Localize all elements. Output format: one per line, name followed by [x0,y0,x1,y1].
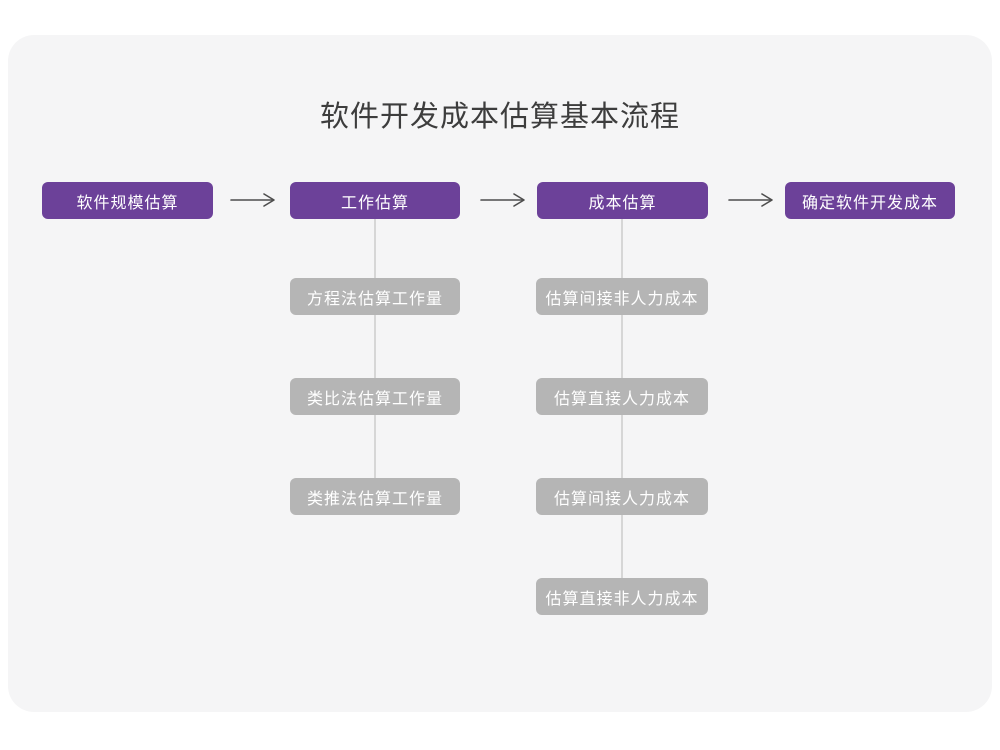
sub-node-analogy-method: 类比法估算工作量 [290,378,460,415]
arrow-right-icon [480,192,526,208]
sub-node-label: 方程法估算工作量 [306,290,443,308]
arrow-right-icon [728,192,774,208]
flow-node-label: 工作估算 [340,194,409,212]
flow-node-determine-development-cost: 确定软件开发成本 [785,182,955,219]
sub-node-indirect-nonlabor-cost: 估算间接非人力成本 [536,278,708,315]
sub-node-label: 估算间接人力成本 [553,490,690,508]
sub-node-label: 类推法估算工作量 [306,490,443,508]
flow-node-label: 软件规模估算 [76,194,179,212]
sub-node-label: 类比法估算工作量 [306,390,443,408]
flow-node-cost-estimation: 成本估算 [537,182,708,219]
sub-node-indirect-labor-cost: 估算间接人力成本 [536,478,708,515]
sub-node-equation-method: 方程法估算工作量 [290,278,460,315]
flow-node-software-scale-estimation: 软件规模估算 [42,182,213,219]
sub-node-direct-nonlabor-cost: 估算直接非人力成本 [536,578,708,615]
diagram-title: 软件开发成本估算基本流程 [319,101,680,133]
sub-node-label: 估算直接人力成本 [553,390,690,408]
sub-node-extrapolation-method: 类推法估算工作量 [290,478,460,515]
sub-node-direct-labor-cost: 估算直接人力成本 [536,378,708,415]
diagram-card [8,35,992,712]
sub-node-label: 估算直接非人力成本 [545,590,699,608]
flow-node-label: 确定软件开发成本 [801,194,938,212]
work-column-connector-line [374,219,376,497]
arrow-right-icon [230,192,276,208]
flow-node-work-estimation: 工作估算 [290,182,460,219]
sub-node-label: 估算间接非人力成本 [545,290,699,308]
flow-node-label: 成本估算 [588,194,657,212]
